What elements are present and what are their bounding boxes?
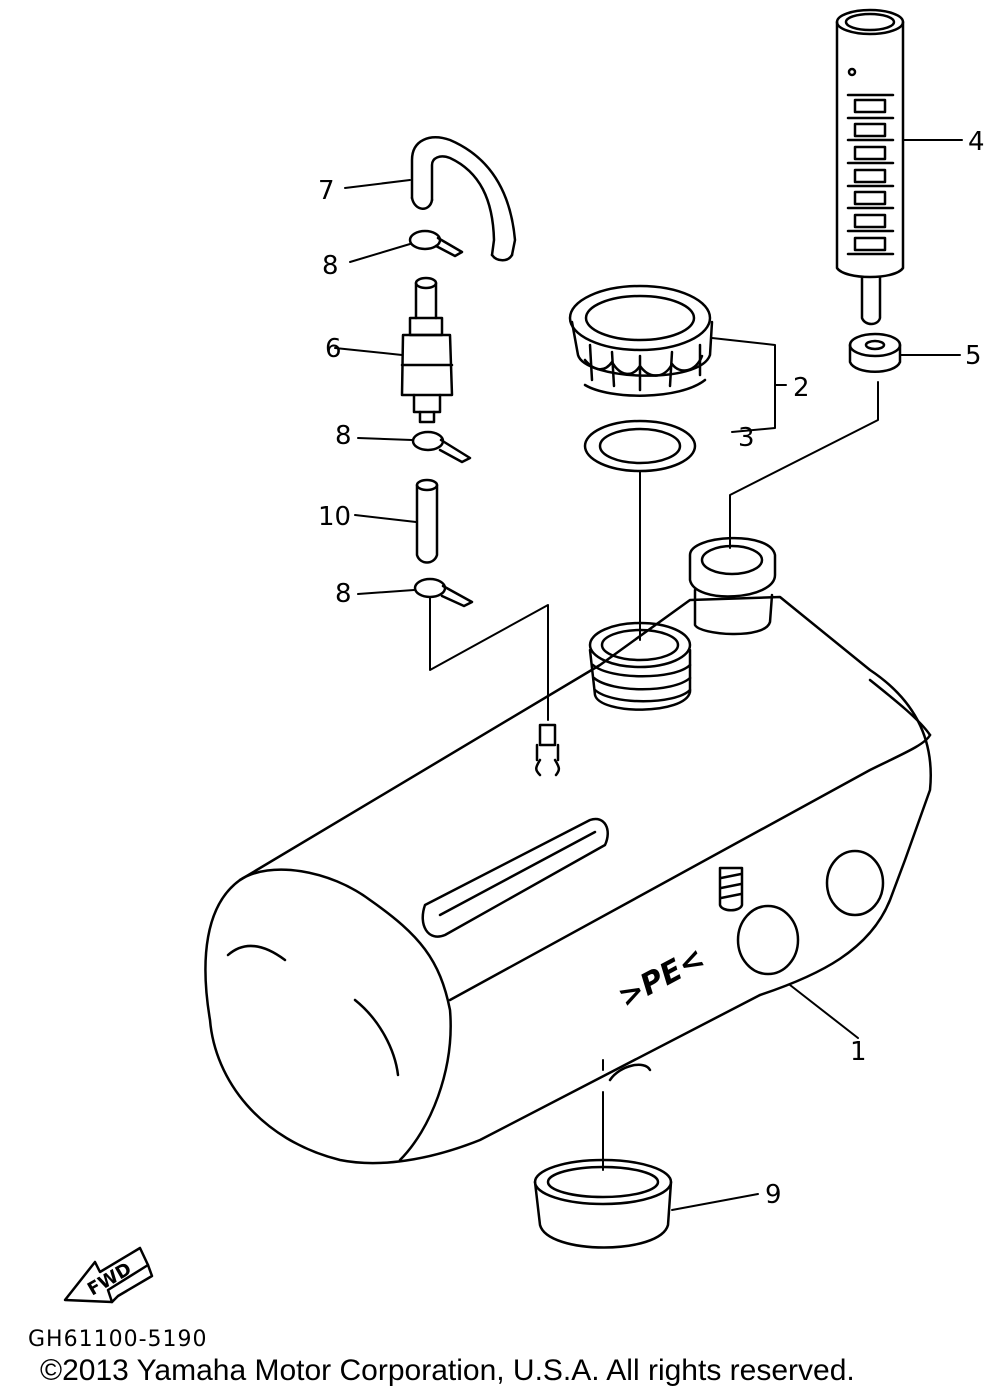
callout-labels: 1 2 3 4 5 6 7 8 8 8 9 10 bbox=[318, 127, 985, 1210]
drain-cup bbox=[533, 1059, 759, 1249]
callout-7: 7 bbox=[318, 176, 335, 206]
oil-tank bbox=[204, 536, 932, 1165]
copyright-notice: ©2013 Yamaha Motor Corporation, U.S.A. A… bbox=[40, 1354, 855, 1387]
strainer bbox=[835, 8, 963, 326]
straight-hose bbox=[354, 478, 439, 564]
callout-5: 5 bbox=[965, 341, 982, 371]
filler-cap bbox=[568, 284, 787, 433]
bent-hose bbox=[344, 136, 517, 262]
callout-9: 9 bbox=[765, 1180, 782, 1210]
hose-clip-upper bbox=[349, 229, 464, 263]
callout-8-middle: 8 bbox=[335, 421, 352, 451]
fuel-filter bbox=[334, 276, 454, 424]
callout-2: 2 bbox=[793, 373, 810, 403]
forward-arrow-icon bbox=[63, 1246, 154, 1304]
grommet bbox=[729, 332, 961, 549]
hose-clip-lower bbox=[357, 577, 549, 721]
tank-material-marking: >PE< bbox=[612, 941, 710, 1015]
callout-8-upper: 8 bbox=[322, 251, 339, 281]
callout-4: 4 bbox=[968, 127, 985, 157]
hose-clip-middle bbox=[357, 430, 472, 464]
gasket bbox=[583, 419, 697, 641]
callout-10: 10 bbox=[318, 502, 351, 532]
callout-1: 1 bbox=[850, 1037, 867, 1067]
callout-6: 6 bbox=[325, 334, 342, 364]
callout-8-lower: 8 bbox=[335, 579, 352, 609]
part-code: GH61100-5190 bbox=[28, 1327, 208, 1352]
callout-3: 3 bbox=[738, 423, 755, 453]
